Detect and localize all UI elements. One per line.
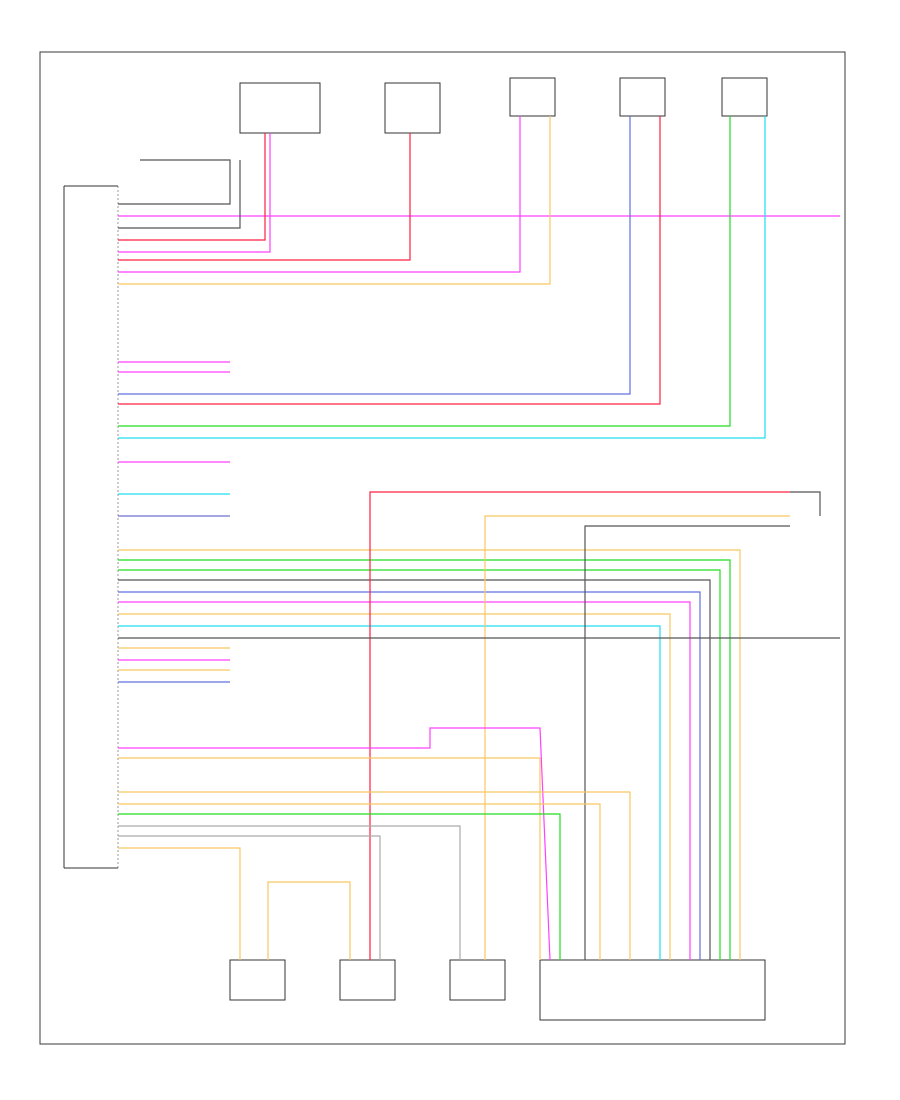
wire-green-1	[118, 116, 731, 427]
wire-green-3	[118, 569, 721, 960]
wire-yellow-4	[484, 515, 790, 960]
wire-pink-2	[118, 133, 271, 253]
switch-2	[619, 77, 666, 117]
wire-cyan-2	[118, 625, 661, 960]
wire-yellow-9	[267, 881, 351, 960]
wire-yellow-7	[118, 803, 601, 960]
wire-yellow-2	[118, 549, 741, 960]
wire-black-2	[118, 160, 241, 229]
diagram-frame	[39, 51, 846, 1045]
wire-red-2	[118, 133, 411, 261]
wire-yellow-6	[118, 791, 631, 960]
wire-yellow-8	[118, 847, 241, 960]
wire-blue-2	[118, 591, 701, 960]
sensor-1	[229, 959, 286, 1001]
sensor-2	[339, 959, 396, 1001]
wire-yellow-1	[118, 116, 551, 285]
wire-red-3	[118, 116, 661, 405]
sensor-3	[449, 959, 506, 1001]
wire-green-4	[118, 813, 561, 960]
wire-gray-2	[118, 835, 381, 960]
wire-pink-3	[118, 116, 521, 273]
wire-gray-1	[118, 825, 461, 960]
wire-yellow-3	[118, 613, 671, 960]
wire-pink-4	[118, 601, 691, 960]
wire-cyan-1	[118, 116, 766, 439]
wire-pink-5	[118, 727, 551, 961]
wire-black-5	[790, 491, 821, 516]
wire-red-1	[118, 133, 266, 241]
wire-black-4	[584, 525, 790, 960]
left-module	[63, 185, 119, 869]
wire-blue-1	[118, 116, 631, 395]
wire-yellow-5	[118, 757, 541, 960]
wire-black-3	[118, 579, 711, 960]
wire-red-4	[369, 491, 790, 960]
fuse-block-1	[239, 82, 321, 134]
motor-assembly	[539, 959, 766, 1021]
switch-1	[509, 77, 556, 117]
wire-group	[118, 116, 840, 961]
switch-3	[721, 77, 768, 117]
fuse-block-2	[384, 82, 441, 134]
wire-black-top	[118, 159, 231, 205]
wire-green-2	[118, 559, 731, 960]
